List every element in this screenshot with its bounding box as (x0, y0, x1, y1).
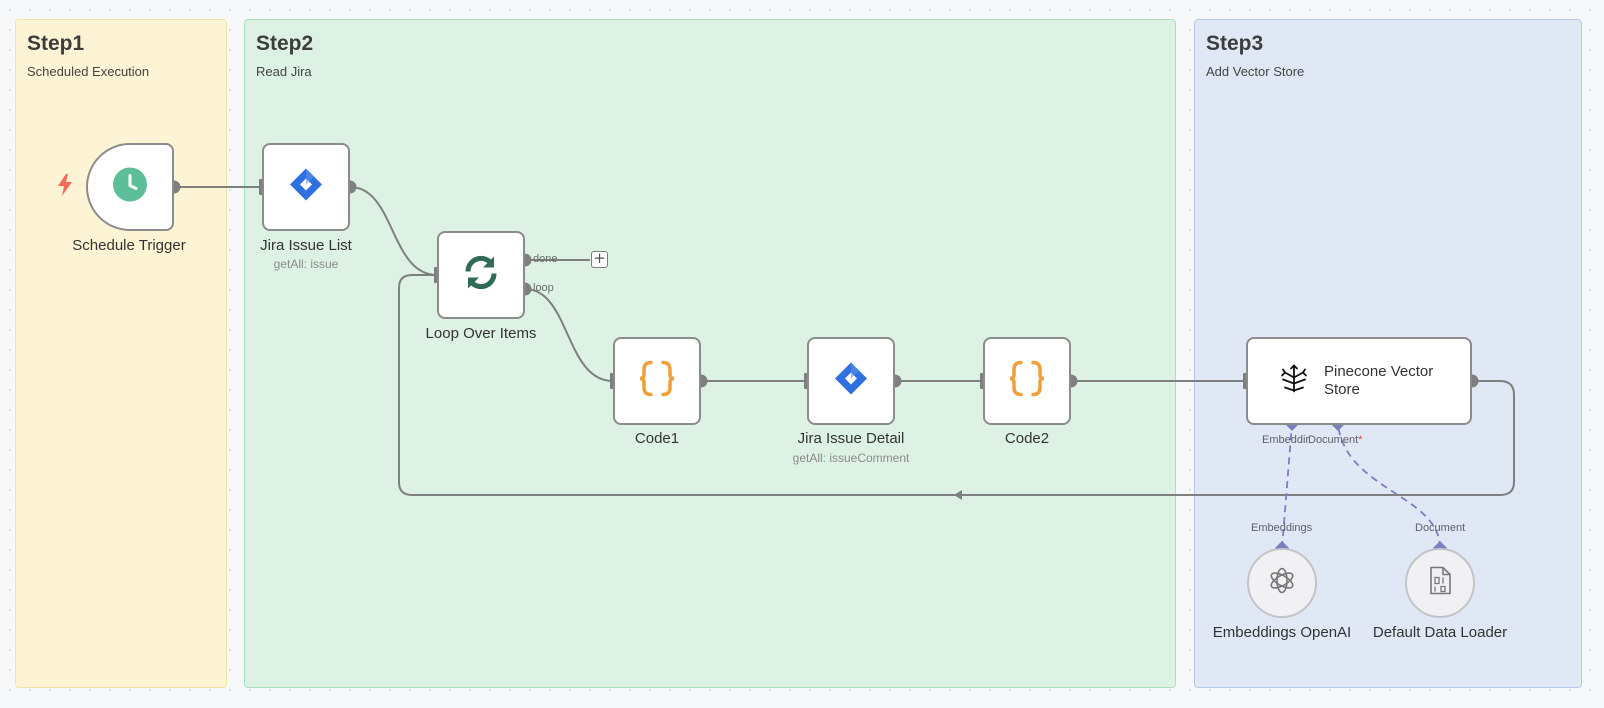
node-embeddings-openai[interactable] (1247, 548, 1317, 618)
sticky-subtitle: Scheduled Execution (27, 64, 150, 79)
output-label-embeddings: Embeddings (1251, 522, 1313, 534)
node-jira-issue-list[interactable] (262, 143, 350, 231)
output-label-document: Document (1415, 522, 1466, 534)
required-mark: * (1358, 434, 1363, 446)
connection-loader-to-pinecone[interactable] (1337, 423, 1441, 549)
braces-icon (637, 359, 677, 404)
pinecone-icon (1279, 364, 1309, 399)
jira-icon (834, 362, 868, 401)
node-label: Default Data Loader (1372, 624, 1508, 641)
output-label-loop: loop (533, 282, 554, 294)
node-label: Jira Issue List (260, 237, 352, 254)
sticky-title: Step3 (1206, 32, 1264, 55)
sticky-title: Step1 (27, 32, 85, 55)
node-subtitle: getAll: issueComment (792, 451, 910, 465)
node-pinecone-vector-store[interactable]: Pinecone Vector Store (1246, 337, 1472, 425)
node-label: Schedule Trigger (72, 237, 186, 254)
node-label: Loop Over Items (425, 325, 537, 342)
connection-embeddings-to-pinecone[interactable] (1281, 423, 1293, 549)
node-label: Code2 (1004, 430, 1050, 447)
node-schedule-trigger[interactable] (86, 143, 174, 231)
add-node-button[interactable]: + (591, 251, 608, 268)
node-label: Pinecone Vector Store (1324, 363, 1434, 398)
clock-icon (112, 167, 148, 208)
sticky-title: Step2 (256, 32, 314, 55)
node-subtitle: getAll: issue (273, 257, 339, 271)
input-label-document: Document* (1308, 434, 1362, 446)
sticky-note-step1[interactable]: Step1 Scheduled Execution (15, 19, 227, 688)
input-label-embeddings: Embeddir (1262, 434, 1310, 446)
refresh-icon (461, 253, 501, 298)
input-label-document-text: Document (1308, 434, 1359, 446)
node-jira-issue-detail[interactable] (807, 337, 895, 425)
node-label: Embeddings OpenAI (1212, 624, 1352, 641)
openai-icon (1267, 566, 1297, 601)
node-label: Code1 (634, 430, 680, 447)
document-icon (1428, 566, 1452, 600)
node-default-data-loader[interactable] (1405, 548, 1475, 618)
node-code2[interactable] (983, 337, 1071, 425)
node-code1[interactable] (613, 337, 701, 425)
braces-icon (1007, 359, 1047, 404)
sticky-subtitle: Add Vector Store (1206, 64, 1305, 79)
connection-loop-to-code1[interactable] (524, 288, 614, 382)
trigger-bolt-icon (57, 174, 73, 201)
node-label: Jira Issue Detail (797, 430, 905, 447)
output-label-done: done (533, 253, 558, 265)
jira-icon (289, 168, 323, 207)
sticky-subtitle: Read Jira (256, 64, 312, 79)
node-loop-over-items[interactable] (437, 231, 525, 319)
connection-jira-list-to-loop[interactable] (349, 186, 438, 276)
